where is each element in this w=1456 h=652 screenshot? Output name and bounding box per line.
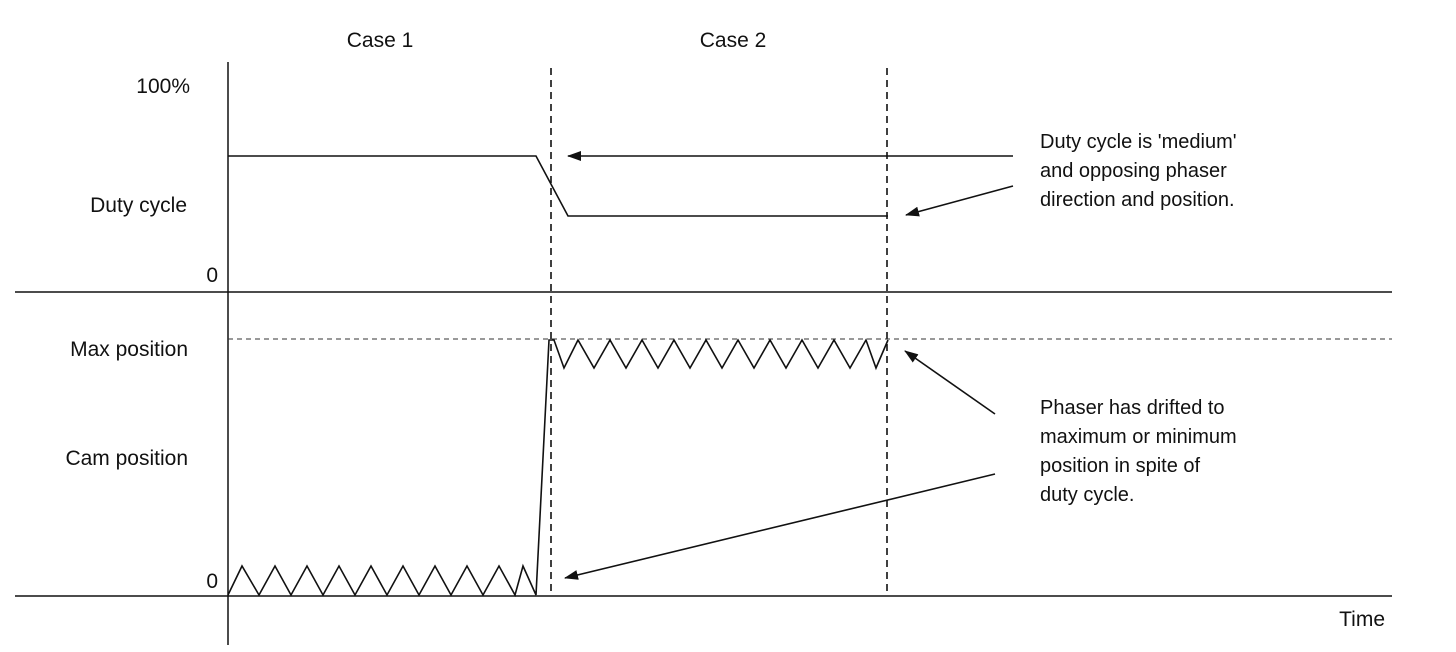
duty-note-arrow-lower bbox=[905, 185, 1014, 217]
case-1-label: Case 1 bbox=[347, 29, 414, 52]
duty-zero-label: 0 bbox=[206, 264, 218, 287]
duty-cycle-label: Duty cycle bbox=[90, 194, 187, 217]
cam-zero-label: 0 bbox=[206, 570, 218, 593]
max-position-label: Max position bbox=[70, 338, 188, 361]
phaser-note-line-2: maximum or minimum bbox=[1040, 426, 1237, 448]
duty-note-line-3: direction and position. bbox=[1040, 189, 1235, 211]
duty-100-percent-label: 100% bbox=[136, 75, 190, 98]
phaser-note-line-4: duty cycle. bbox=[1040, 484, 1134, 506]
phaser-note-line-1: Phaser has drifted to bbox=[1040, 397, 1225, 419]
case-2-label: Case 2 bbox=[700, 29, 767, 52]
phaser-note-arrow-zero bbox=[564, 473, 996, 580]
duty-cycle-note: Duty cycle is 'medium' and opposing phas… bbox=[1040, 131, 1242, 211]
phaser-note-arrow-max bbox=[904, 350, 996, 415]
duty-note-line-1: Duty cycle is 'medium' bbox=[1040, 131, 1237, 153]
cam-position-label: Cam position bbox=[65, 447, 188, 470]
duty-cycle-trace bbox=[228, 155, 888, 217]
phaser-note-line-3: position in spite of bbox=[1040, 455, 1201, 477]
cam-position-trace bbox=[227, 338, 889, 598]
time-axis-label: Time bbox=[1339, 608, 1385, 631]
duty-note-line-2: and opposing phaser bbox=[1040, 160, 1227, 182]
phaser-drift-note: Phaser has drifted to maximum or minimum… bbox=[1040, 397, 1242, 506]
